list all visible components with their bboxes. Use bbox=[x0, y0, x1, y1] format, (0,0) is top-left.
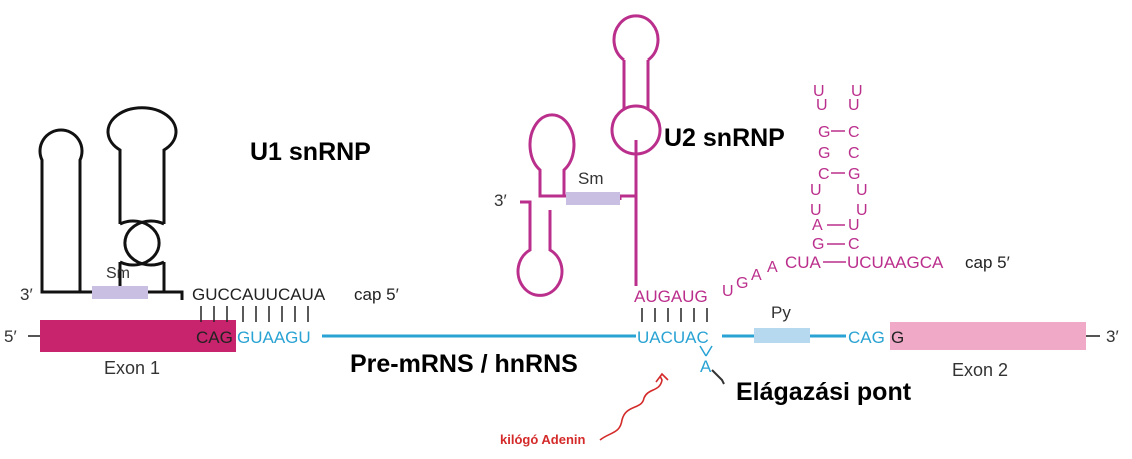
u1-rna-seq: GUCCAUUCAUA bbox=[192, 285, 326, 304]
u2-base-pairs bbox=[641, 308, 708, 322]
svg-text:U: U bbox=[810, 202, 822, 219]
svg-text:A: A bbox=[812, 217, 823, 234]
u1-sm-box bbox=[92, 286, 148, 299]
svg-text:A: A bbox=[767, 259, 778, 276]
u2-cap-label: cap 5′ bbox=[965, 253, 1010, 272]
premrna-5prime-label: 5′ bbox=[4, 327, 17, 346]
svg-text:G: G bbox=[736, 275, 748, 292]
exon-1-box bbox=[40, 320, 236, 352]
svg-text:G: G bbox=[818, 124, 830, 141]
svg-text:U: U bbox=[722, 283, 734, 300]
u2-sm-box bbox=[566, 192, 620, 205]
svg-text:C: C bbox=[848, 124, 860, 141]
u2-hairpin-left: U G G C U U A G bbox=[810, 97, 830, 253]
acceptor-cag-seq: CAG bbox=[848, 328, 885, 347]
u2-ucuaagca-seq: UCUAAGCA bbox=[847, 253, 944, 272]
u2-hairpin-top-left: U bbox=[813, 83, 825, 100]
svg-text:C: C bbox=[848, 236, 860, 253]
u2-snrnp-structure bbox=[516, 14, 662, 297]
intron-5ss-seq: GUAAGU bbox=[237, 328, 311, 347]
branch-site-seq: UACUAC bbox=[637, 328, 709, 347]
svg-text:U: U bbox=[810, 182, 822, 199]
py-tract-box bbox=[754, 328, 810, 343]
premrna-3prime-label: 3′ bbox=[1106, 327, 1119, 346]
svg-text:C: C bbox=[848, 145, 860, 162]
svg-text:G: G bbox=[818, 145, 830, 162]
u1-snrnp-label: U1 snRNP bbox=[250, 138, 371, 166]
bulging-adenine-label: kilógó Adenin bbox=[500, 432, 586, 447]
svg-text:G: G bbox=[848, 166, 860, 183]
exon-2-box bbox=[890, 322, 1086, 350]
branch-point-pointer bbox=[711, 369, 725, 385]
exon1-cag-seq: CAG bbox=[196, 328, 233, 347]
branch-a-connector bbox=[699, 345, 713, 357]
svg-text:A: A bbox=[751, 267, 762, 284]
u1-sm-label: Sm bbox=[106, 265, 130, 282]
u1-cap-label: cap 5′ bbox=[354, 285, 399, 304]
svg-text:U: U bbox=[856, 202, 868, 219]
branch-a-nucleotide: A bbox=[700, 357, 712, 376]
u2-hairpin-top-right: U bbox=[851, 83, 863, 100]
bulging-adenine-arrow bbox=[599, 372, 669, 441]
u2-3prime-label: 3′ bbox=[494, 191, 507, 210]
svg-text:U: U bbox=[848, 97, 860, 114]
u1-base-pairs bbox=[200, 306, 309, 322]
svg-text:G: G bbox=[812, 236, 824, 253]
svg-text:U: U bbox=[816, 97, 828, 114]
svg-text:U: U bbox=[848, 217, 860, 234]
u2-hairpin-right: U C C G U U U C bbox=[848, 97, 868, 253]
premrna-label: Pre-mRNS / hnRNS bbox=[350, 350, 578, 378]
u2-hairpin-pairs bbox=[827, 130, 845, 245]
u1-3prime-label: 3′ bbox=[20, 285, 33, 304]
u2-paired-seq: AUGAUG bbox=[634, 287, 708, 306]
u2-cua-seq: CUA bbox=[785, 253, 822, 272]
branch-point-label: Elágazási pont bbox=[736, 378, 912, 406]
exon-1-label: Exon 1 bbox=[104, 358, 160, 378]
u2-tail-seq: U G A A bbox=[722, 259, 778, 300]
exon2-g-seq: G bbox=[891, 328, 904, 347]
u2-sm-label: Sm bbox=[578, 169, 604, 188]
svg-text:C: C bbox=[818, 166, 830, 183]
py-tract-label: Py bbox=[771, 303, 791, 322]
svg-text:U: U bbox=[856, 182, 868, 199]
exon-2-label: Exon 2 bbox=[952, 360, 1008, 380]
u2-snrnp-label: U2 snRNP bbox=[664, 124, 785, 152]
